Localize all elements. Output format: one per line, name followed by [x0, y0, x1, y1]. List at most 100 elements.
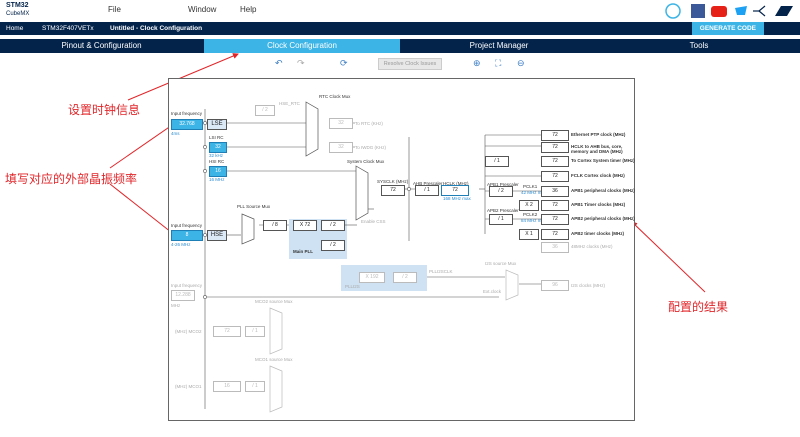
note-set-clock: 设置时钟信息 [68, 103, 141, 117]
menu-window[interactable]: Window [188, 5, 217, 14]
sysclk-value[interactable]: 72 [381, 185, 405, 196]
undo-icon[interactable]: ↶ [275, 58, 283, 68]
mco2-source-mux[interactable] [269, 307, 283, 355]
ahb-prescaler-label: AHB Prescaler [413, 181, 443, 186]
hse-rtc-label: HSE_RTC [279, 101, 300, 106]
mco2-divider[interactable]: / 1 [245, 326, 265, 337]
output-fclk-value[interactable]: 72 [541, 171, 569, 182]
arrow-to-outputs [631, 221, 706, 293]
output-48mhz-value[interactable]: 36 [541, 242, 569, 253]
stm32cubemx-logo: STM32 CubeMX [6, 2, 30, 17]
ext-clock-label: Ext.clock [483, 289, 502, 294]
youtube-icon[interactable] [711, 6, 727, 17]
menu-file[interactable]: File [108, 5, 121, 14]
pclk1-label: PCLK1 [523, 184, 538, 189]
output-apb1-timer-value[interactable]: 72 [541, 200, 569, 211]
ahb-prescaler-select[interactable]: / 1 [415, 185, 439, 196]
rtc-output-value: 32 [329, 118, 353, 129]
generate-code-button[interactable]: GENERATE CODE [691, 22, 764, 35]
hclk-value-input[interactable]: 72 [441, 185, 469, 196]
arrow-to-lse [109, 120, 179, 169]
lsi-unit: 32 kHz [209, 153, 224, 158]
apb2-timer-multiplier: X 1 [519, 229, 539, 240]
output-ethernet-ptp-label: Ethernet PTP clock (MHz) [571, 132, 626, 137]
apb1-timer-multiplier: X 2 [519, 200, 539, 211]
i2s-source-mux-label: I2S source Mux [485, 261, 517, 266]
st-logo-icon [775, 6, 793, 16]
tab-pinout[interactable]: Pinout & Configuration [61, 41, 142, 50]
output-ethernet-ptp-value[interactable]: 72 [541, 130, 569, 141]
arrow-to-clock-tab [127, 53, 239, 101]
note-fill-crystal: 填写对应的外部晶振频率 [5, 172, 138, 186]
rtc-divider[interactable]: / 2 [255, 105, 275, 116]
sysclk-label: SYSCLK (MHz) [377, 179, 409, 184]
title-bar: STM32 CubeMX File Window Help [0, 0, 800, 22]
output-apb2-timer-label: APB2 timer clocks (MHz) [571, 231, 625, 236]
mco1-divider[interactable]: / 1 [245, 381, 265, 392]
lsi-rc-label: LSI RC [209, 135, 224, 140]
pll-q-divider[interactable]: / 2 [321, 240, 345, 251]
network-icon[interactable] [753, 5, 766, 17]
tab-project-manager[interactable]: Project Manager [469, 41, 529, 50]
output-apb2-peripheral-label: APB2 peripheral clocks (MHz) [571, 216, 635, 221]
hclk-label: HCLK (MHz) [443, 181, 469, 186]
mco1-value[interactable]: 16 [213, 381, 241, 392]
redo-icon[interactable]: ↷ [297, 58, 305, 68]
system-clock-mux[interactable] [355, 165, 369, 221]
hse-range: 4-26 MHz [171, 242, 191, 247]
pll-source-mux-label: PLL Source Mux [237, 204, 271, 209]
zoom-in-icon[interactable]: ⊕ [473, 58, 481, 68]
resolve-clock-issues-button[interactable]: Resolve Clock Issues [378, 58, 442, 70]
tab-clock-configuration[interactable]: Clock Configuration [204, 39, 400, 53]
mco1-source-mux[interactable] [269, 365, 283, 413]
pll-source-mux[interactable] [241, 213, 255, 245]
enable-css-button[interactable]: Enable CSS [361, 219, 386, 224]
pll-n-multiplier[interactable]: X 72 [293, 220, 317, 231]
hclk-max: 168 MHz max [443, 196, 471, 201]
plli2s-n-multiplier[interactable]: X 192 [359, 272, 385, 283]
output-hclk-value[interactable]: 72 [541, 142, 569, 153]
main-pll-label: Main PLL [293, 249, 313, 254]
output-apb1-peripheral-value[interactable]: 36 [541, 186, 569, 197]
pll-p-divider[interactable]: / 2 [321, 220, 345, 231]
apb1-prescaler-label: APB1 Prescaler [487, 182, 519, 187]
iwdg-output-value: 32 [329, 142, 353, 153]
anniversary-icon[interactable] [665, 3, 681, 19]
plli2s-r-divider[interactable]: / 2 [393, 272, 417, 283]
output-cortex-timer-value[interactable]: 72 [541, 156, 569, 167]
output-apb2-peripheral-value[interactable]: 72 [541, 214, 569, 225]
rtc-mux-label: RTC Clock Mux [319, 94, 351, 99]
lse-frequency-input[interactable]: 32.768 [171, 119, 203, 130]
menu-help[interactable]: Help [240, 5, 257, 14]
rtc-output-label: To RTC (KHz) [355, 121, 383, 126]
twitter-icon[interactable] [735, 6, 747, 15]
zoom-out-icon[interactable]: ⊖ [517, 58, 525, 68]
i2s-input-frequency-label: Input frequency [171, 283, 203, 288]
rtc-clock-mux[interactable] [305, 101, 319, 157]
reset-icon[interactable]: ⟳ [340, 58, 348, 68]
mco1-mux-label: MCO1 source Mux [255, 357, 293, 362]
pll-m-divider[interactable]: / 8 [263, 220, 287, 231]
output-hclk-label: HCLK to AHB bus, core, memory and DMA (M… [571, 144, 623, 154]
lse-input-frequency-label: Input frequency [171, 111, 203, 116]
clock-toolbar: ↶ ↷ ⟳ ⊕ ⛶ ⊖ [0, 56, 800, 70]
note-result: 配置的结果 [668, 300, 729, 314]
breadcrumb-mcu[interactable]: STM32F407VETx [42, 25, 94, 32]
breadcrumb-home[interactable]: Home [6, 25, 24, 32]
i2s-clock-value[interactable]: 96 [541, 280, 569, 291]
mco1-label: (MHz) MCO1 [175, 384, 202, 389]
hsi-value: 16 [209, 166, 227, 177]
i2s-source-mux[interactable] [505, 269, 519, 301]
cortex-timer-divider[interactable]: / 1 [485, 156, 509, 167]
apb2-prescaler-select[interactable]: / 1 [489, 214, 513, 225]
mco2-value[interactable]: 72 [213, 326, 241, 337]
output-apb2-timer-value[interactable]: 72 [541, 229, 569, 240]
hse-frequency-input[interactable]: 8 [171, 230, 203, 241]
apb1-prescaler-select[interactable]: / 2 [489, 186, 513, 197]
tab-tools[interactable]: Tools [689, 41, 709, 50]
facebook-icon[interactable] [691, 4, 705, 18]
output-apb1-timer-label: APB1 Timer clocks (MHz) [571, 202, 626, 207]
i2s-ext-frequency-input[interactable]: 12.288 [171, 290, 195, 301]
fit-icon[interactable]: ⛶ [495, 58, 502, 68]
